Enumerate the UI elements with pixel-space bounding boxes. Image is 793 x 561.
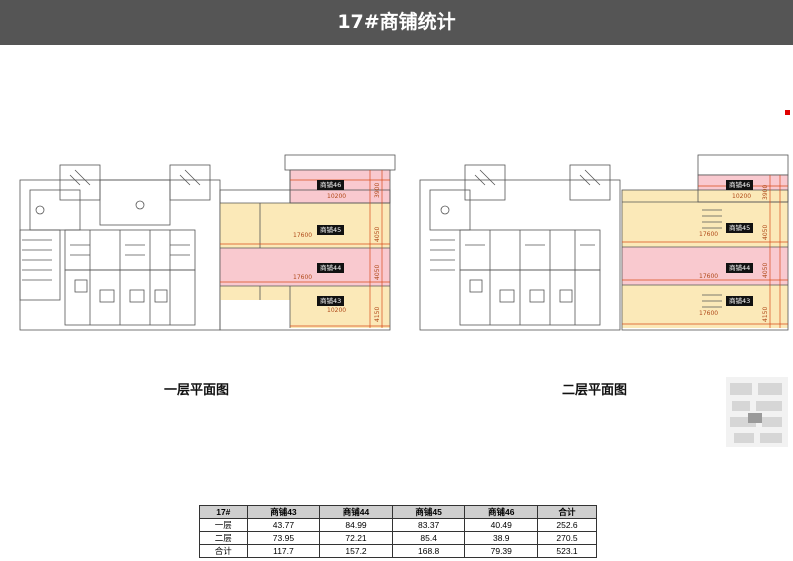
plan1-dim-v-4: 4150 xyxy=(374,306,381,322)
floor-plan-2-drawing xyxy=(419,154,789,331)
table-cell: 523.1 xyxy=(537,544,597,558)
plan1-shop-label-43: 商铺43 xyxy=(317,296,345,306)
plan1-dim-v-1: 3900 xyxy=(374,182,381,198)
plan1-dim-v-3: 4050 xyxy=(374,264,381,280)
table-cell: 85.4 xyxy=(391,531,466,545)
plan1-dim-h-3: 17600 xyxy=(293,274,313,281)
table-cell: 252.6 xyxy=(537,518,597,532)
plan2-dim-v-1: 3900 xyxy=(762,184,769,200)
table-cell: 270.5 xyxy=(537,531,597,545)
plan1-dim-h-2: 17600 xyxy=(293,232,313,239)
plan1-dim-v-2: 4050 xyxy=(374,226,381,242)
plan2-shop-label-46: 商铺46 xyxy=(726,180,754,190)
plan2-dim-v-3: 4050 xyxy=(762,262,769,278)
plan2-dim-h-3: 17600 xyxy=(699,273,719,280)
table-cell: 84.99 xyxy=(319,518,393,532)
plan1-dim-h-1: 10200 xyxy=(327,193,347,200)
table-cell: 83.37 xyxy=(391,518,466,532)
table-header-cell: 商铺43 xyxy=(246,505,321,519)
header-bar: 17#商铺统计 xyxy=(0,0,793,45)
floor-plan-1-drawing xyxy=(19,154,396,331)
floor-plan-1: 商铺46 商铺45 商铺44 商铺43 10200 17600 17600 10… xyxy=(10,150,410,350)
plan1-shop-label-45: 商铺45 xyxy=(317,225,345,235)
plan2-dim-v-2: 4050 xyxy=(762,224,769,240)
table-row: 二层 73.95 72.21 85.4 38.9 270.5 xyxy=(199,531,597,545)
plan1-shop-label-46: 商铺46 xyxy=(317,180,345,190)
plan2-caption: 二层平面图 xyxy=(562,383,628,398)
table-header-cell: 商铺46 xyxy=(464,505,539,519)
table-header-cell: 17# xyxy=(199,505,248,519)
table-cell: 43.77 xyxy=(246,518,321,532)
table-cell: 73.95 xyxy=(246,531,321,545)
plan2-dim-h-4: 17600 xyxy=(699,310,719,317)
site-thumbnail-image xyxy=(726,377,788,447)
table-header-cell: 商铺45 xyxy=(391,505,466,519)
plan1-caption: 一层平面图 xyxy=(164,383,230,398)
table-header-cell: 商铺44 xyxy=(319,505,393,519)
table-cell: 117.7 xyxy=(246,544,321,558)
plan1-shop-label-44: 商铺44 xyxy=(317,263,345,273)
table-header-row: 17# 商铺43 商铺44 商铺45 商铺46 合计 xyxy=(199,505,597,519)
plan2-shop-label-45: 商铺45 xyxy=(726,223,754,233)
plan2-shop-label-43: 商铺43 xyxy=(726,296,754,306)
plan2-dim-h-2: 17600 xyxy=(699,231,719,238)
table-cell: 38.9 xyxy=(464,531,539,545)
table-header-cell: 合计 xyxy=(537,505,597,519)
table-cell: 二层 xyxy=(199,531,248,545)
table-cell: 72.21 xyxy=(319,531,393,545)
table-cell: 40.49 xyxy=(464,518,539,532)
table-cell: 一层 xyxy=(199,518,248,532)
table-cell: 合计 xyxy=(199,544,248,558)
plan2-dim-v-4: 4150 xyxy=(762,306,769,322)
plan1-dim-h-4: 10200 xyxy=(327,307,347,314)
table-cell: 168.8 xyxy=(391,544,466,558)
page-title: 17#商铺统计 xyxy=(337,11,456,33)
table-row: 一层 43.77 84.99 83.37 40.49 252.6 xyxy=(199,518,597,532)
red-marker xyxy=(785,110,790,115)
floor-plan-2: 商铺46 商铺45 商铺44 商铺43 10200 17600 17600 17… xyxy=(410,150,790,350)
shop-area-table: 17# 商铺43 商铺44 商铺45 商铺46 合计 一层 43.77 84.9… xyxy=(199,505,597,558)
plan2-shop-label-44: 商铺44 xyxy=(726,263,754,273)
table-cell: 157.2 xyxy=(319,544,393,558)
table-cell: 79.39 xyxy=(464,544,539,558)
plan2-dim-h-1: 10200 xyxy=(732,193,752,200)
table-row: 合计 117.7 157.2 168.8 79.39 523.1 xyxy=(199,544,597,558)
